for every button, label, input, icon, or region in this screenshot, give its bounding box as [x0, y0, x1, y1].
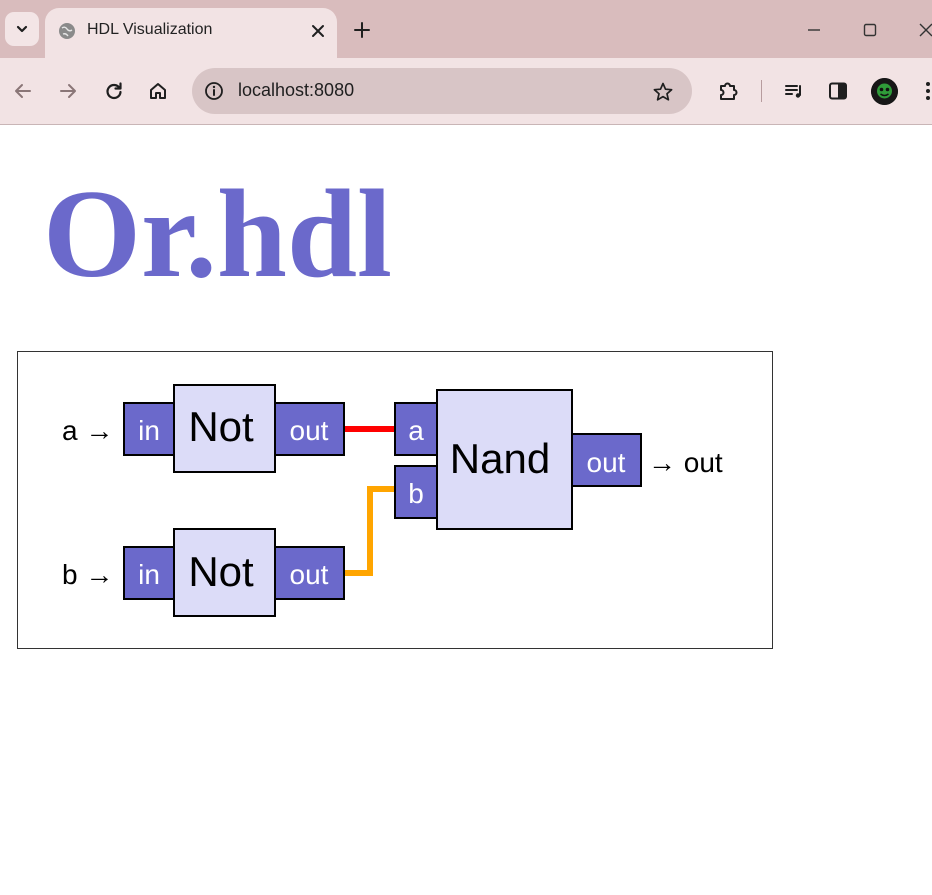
globe-icon — [59, 23, 75, 39]
more-menu-button[interactable] — [914, 77, 932, 105]
not-2-out-pin-label: out — [290, 559, 329, 590]
tab-title: HDL Visualization — [87, 21, 213, 38]
tab-search-button[interactable] — [5, 12, 39, 46]
site-info-button[interactable] — [202, 79, 226, 103]
not-2-in-pin-label: in — [138, 559, 160, 590]
page-title: Or.hdl — [43, 165, 393, 304]
not-1-out-pin-label: out — [290, 415, 329, 446]
nand-out-pin-label: out — [587, 447, 626, 478]
browser-toolbar: localhost:8080 — [0, 58, 932, 125]
not-2-out-pin — [274, 546, 345, 600]
not-1-in-pin — [123, 402, 175, 456]
not-2-in-pin — [123, 546, 175, 600]
minimize-button[interactable] — [802, 18, 826, 42]
address-bar[interactable]: localhost:8080 — [192, 68, 692, 114]
browser-tab[interactable]: HDL Visualization — [45, 8, 337, 58]
profile-avatar-image — [871, 78, 898, 105]
reading-list-button[interactable] — [780, 77, 808, 105]
browser-tab-strip: HDL Visualization — [0, 0, 932, 58]
not-2-label: Not — [188, 548, 254, 595]
extensions-icon — [720, 82, 738, 100]
nand-a-pin-label: a — [408, 415, 424, 446]
profile-avatar[interactable] — [871, 78, 898, 105]
output-label: → out — [648, 447, 723, 478]
window-close-button[interactable] — [914, 18, 932, 42]
input-label-b: b → — [62, 559, 113, 590]
back-arrow-icon — [15, 84, 31, 98]
side-panel-button[interactable] — [824, 77, 852, 105]
input-label-a: a → — [62, 415, 113, 446]
new-tab-button[interactable] — [349, 17, 375, 43]
close-icon — [312, 25, 324, 37]
toolbar-divider — [761, 80, 762, 102]
side-panel-icon — [829, 82, 847, 100]
plus-icon — [354, 22, 370, 38]
not-1-out-pin — [274, 402, 345, 456]
reload-icon — [106, 82, 122, 100]
not-1-in-pin-label: in — [138, 415, 160, 446]
forward-arrow-icon — [60, 84, 76, 98]
tab-close-button[interactable] — [307, 20, 329, 42]
back-button[interactable] — [9, 77, 37, 105]
minimize-icon — [808, 29, 820, 31]
not-2-body — [173, 528, 276, 617]
nand-out-pin — [571, 433, 642, 487]
wire-not2-to-nand-b — [344, 486, 394, 576]
extensions-button[interactable] — [714, 77, 742, 105]
forward-button[interactable] — [54, 77, 82, 105]
url-text[interactable]: localhost:8080 — [238, 80, 355, 100]
reload-button[interactable] — [100, 77, 128, 105]
not-chip-2: in Not out — [123, 528, 345, 617]
nand-chip: a b Nand out — [394, 389, 642, 530]
nand-label: Nand — [450, 435, 550, 482]
reading-list-icon — [785, 85, 801, 98]
star-icon — [653, 82, 673, 101]
not-1-label: Not — [188, 403, 254, 450]
more-menu-icon — [926, 82, 930, 100]
maximize-icon — [863, 23, 877, 37]
home-button[interactable] — [144, 77, 172, 105]
info-icon — [205, 82, 223, 100]
circuit-diagram: a → b → in Not out in Not out a — [17, 351, 773, 649]
home-icon — [150, 83, 166, 99]
nand-b-pin-label: b — [408, 478, 424, 509]
bookmark-button[interactable] — [650, 79, 676, 105]
maximize-button[interactable] — [858, 18, 882, 42]
not-1-body — [173, 384, 276, 473]
nand-body — [436, 389, 573, 530]
chevron-down-icon — [16, 25, 28, 33]
circuit-diagram-svg: a → b → in Not out in Not out a — [62, 384, 723, 617]
close-icon — [919, 23, 932, 37]
not-chip-1: in Not out — [123, 384, 345, 473]
